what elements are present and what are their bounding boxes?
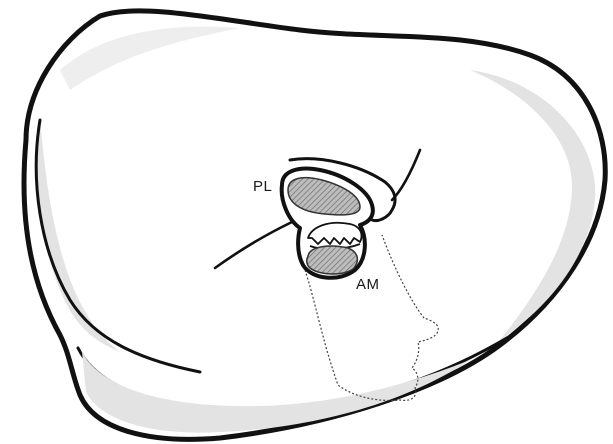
am-bundle <box>307 246 358 274</box>
label-pl: PL <box>253 178 272 195</box>
label-am: AM <box>356 276 380 293</box>
